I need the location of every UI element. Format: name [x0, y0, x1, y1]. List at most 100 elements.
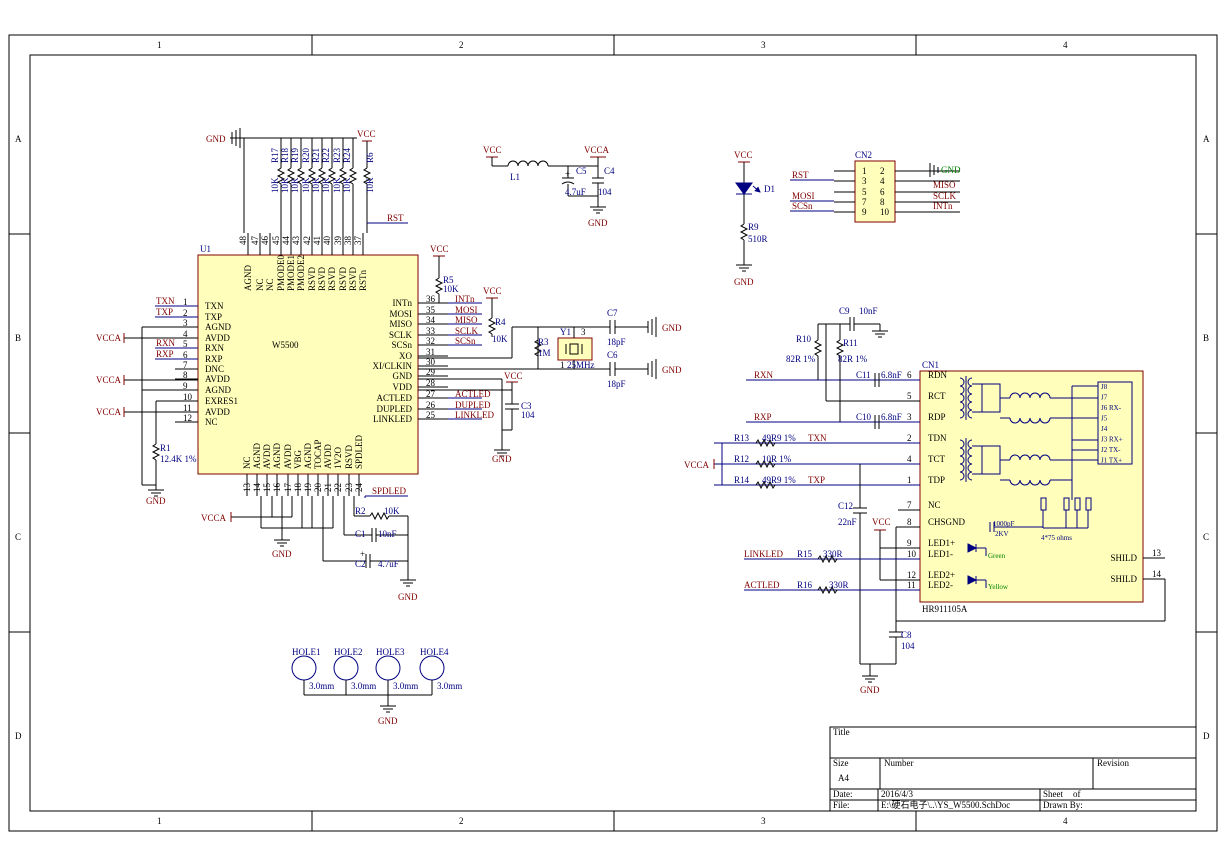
drawn-by-label: Drawn By: [1043, 800, 1083, 810]
cn1-part-name: HR911105A [922, 604, 968, 614]
u1-pin-18-name: VBG [293, 449, 303, 469]
u1-pin-2-name: TXP [205, 312, 222, 322]
d1-designator: D1 [764, 184, 775, 194]
u1-pin-46-num: 46 [260, 236, 270, 246]
cn1-jack-label-5: J3 RX+ [1101, 436, 1123, 444]
u1-pin-9-name: AGND [205, 385, 231, 395]
cn1-pin-13-name: SHILD [1111, 553, 1138, 563]
c1-value: 10nF [378, 529, 397, 539]
u1-pin-14-name: AGND [252, 443, 262, 469]
d1-vcc-label: VCC [734, 150, 753, 160]
u1-pin-28-num: 28 [426, 378, 436, 388]
col-label-3-top: 3 [761, 40, 766, 50]
y1-pin-3: 3 [581, 327, 586, 337]
cn1-pin-14-num: 14 [1152, 569, 1162, 579]
c5-value: 4.7uF [565, 187, 586, 197]
u1-pin-30-num: 30 [426, 357, 436, 367]
cn1-pin-11-num: 11 [907, 580, 916, 590]
cn1-pin-8-num: 8 [907, 517, 912, 527]
holes-gnd-label: GND [378, 716, 398, 726]
u1-pin-46-name: NC [265, 278, 275, 291]
pullup-r21-designator: R21 [311, 148, 321, 163]
hole-3-designator: HOLE3 [376, 647, 405, 657]
cn2-pin-10-num: 10 [880, 207, 890, 217]
u1-pin-17-name: AVDD [283, 444, 293, 469]
size-label: Size [833, 758, 849, 768]
u1-pin-17-num: 17 [283, 483, 293, 493]
u1-pin-16-num: 16 [272, 483, 282, 493]
c4-value: 104 [598, 187, 612, 197]
cn1-pin-6-name: RDN [928, 370, 948, 380]
u1-pin-35-name: MOSI [389, 309, 412, 319]
cn1-pin-2-name: TDN [928, 433, 947, 443]
u1-pin-19-num: 19 [303, 483, 313, 493]
cn1-pin-5-name: RCT [928, 391, 946, 401]
r11-designator: R11 [843, 338, 858, 348]
c2-value: 4.7uF [378, 559, 399, 569]
vcca-label-bottom: VCCA [201, 513, 227, 523]
u1-pin-43-num: 43 [291, 236, 301, 246]
u1-net-mosi: MOSI [455, 305, 478, 315]
row-label-a-right: A [1203, 134, 1210, 144]
c12-value: 22nF [838, 517, 857, 527]
col-label-2-top: 2 [459, 40, 464, 50]
y1-designator: Y1 [560, 327, 571, 337]
hole-4-designator: HOLE4 [420, 647, 449, 657]
hole-2-designator: HOLE2 [334, 647, 363, 657]
rxp-net-label-u1: RXP [156, 349, 174, 359]
r5-designator: R5 [443, 275, 454, 285]
vcca-label-cn1: VCCA [684, 460, 710, 470]
c3-vcc-label: VCC [504, 371, 523, 381]
r10-designator: R10 [796, 334, 812, 344]
cn1-pin-11-name: LED2- [928, 580, 953, 590]
cn1-designator: CN1 [922, 360, 939, 370]
sheet-border: 1 2 3 4 1 2 3 4 A B C D A B C D [8, 34, 1218, 832]
d1-led-icon [735, 182, 753, 195]
u1-pin-45-name: PMODE0 [276, 254, 286, 291]
u1-pin-34-num: 34 [426, 315, 436, 325]
c9-gnd-symbol [872, 330, 888, 338]
pullup-r20-designator: R20 [301, 147, 311, 163]
cn1-jack-label-1: J7 [1101, 394, 1108, 402]
crystal-section: R3 1M Y1 1 3 25MHz C7 18pF C6 18pF GND [418, 308, 682, 389]
u1-pin-11-name: AVDD [205, 407, 230, 417]
cn2-gnd-label: GND [941, 165, 961, 175]
c3-gnd-symbol [494, 443, 510, 457]
r14-value: 49R9 1% [762, 475, 796, 485]
cn1-pin-6-num: 6 [907, 370, 912, 380]
pullup-r24-value: 10K [342, 177, 352, 193]
u1-pin-36-name: INTn [393, 298, 413, 308]
col-label-2-bottom: 2 [459, 816, 464, 826]
c4-designator: C4 [604, 166, 615, 176]
cn1-res-label: 4*75 ohms [1041, 534, 1072, 542]
r11-value: 82R 1% [838, 354, 868, 364]
u1-pin-15-name: AVDD [262, 444, 272, 469]
r1-designator: R1 [160, 443, 171, 453]
c11-designator: C11 [856, 370, 871, 380]
r4-vcc-label: VCC [483, 286, 502, 296]
txn-net-label-cn1: TXN [808, 433, 827, 443]
u1-pin-13-name: NC [242, 456, 252, 469]
y1-value: 25MHz [567, 360, 595, 370]
r5-value: 10K [443, 284, 459, 294]
rst-net-label: RST [387, 213, 404, 223]
c3-gnd-label: GND [492, 454, 512, 464]
cn2-pin-2-num: 2 [880, 166, 885, 176]
cn1-pin-3-num: 3 [907, 412, 912, 422]
hole-1-designator: HOLE1 [292, 647, 321, 657]
c3-designator: C3 [521, 401, 532, 411]
file-value: E:\硬石电子\..\YS_W5500.SchDoc [881, 799, 1010, 810]
u1-net-scsn: SCSn [455, 336, 476, 346]
r4-value: 10K [492, 334, 508, 344]
u1-pin-44-name: PMODE1 [286, 255, 296, 291]
c2-gnd-label: GND [398, 592, 418, 602]
of-label: of [1073, 789, 1081, 799]
u1-pin-1-name: TXN [205, 301, 224, 311]
row-label-c-left: C [15, 532, 21, 542]
r12-value: 10R 1% [762, 454, 792, 464]
u1-part-name: W5500 [272, 340, 299, 350]
u1-pin-21-name: AVDD [323, 444, 333, 469]
